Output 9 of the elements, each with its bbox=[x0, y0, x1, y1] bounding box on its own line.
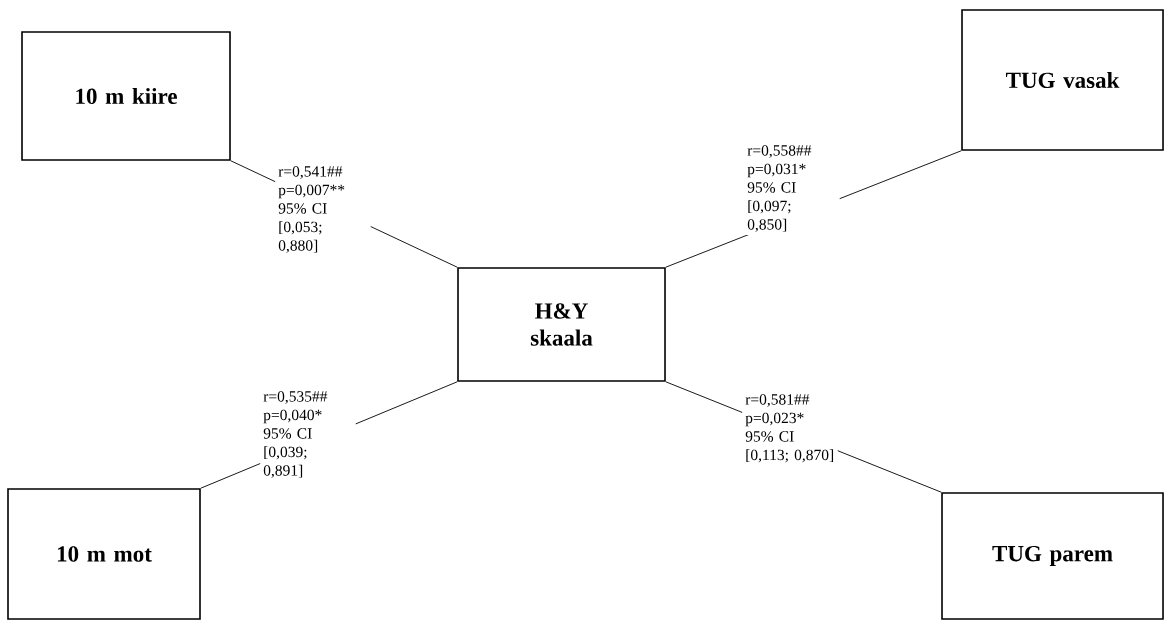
edge-label: r=0,535## p=0,040* 95% CI [0,039; 0,891] bbox=[260, 388, 356, 481]
edge-label: r=0,581## p=0,023* 95% CI [0,113; 0,870] bbox=[742, 391, 838, 466]
edge-label: r=0,558## p=0,031* 95% CI [0,097; 0,850] bbox=[744, 142, 840, 235]
box: 10 m mot bbox=[7, 488, 201, 620]
box: H&Y skaala bbox=[457, 267, 666, 382]
box: 10 m kiire bbox=[21, 31, 231, 161]
box: TUG parem bbox=[941, 492, 1164, 620]
edge-label: r=0,541## p=0,007** 95% CI [0,053; 0,880] bbox=[275, 163, 371, 256]
box: TUG vasak bbox=[961, 9, 1164, 151]
